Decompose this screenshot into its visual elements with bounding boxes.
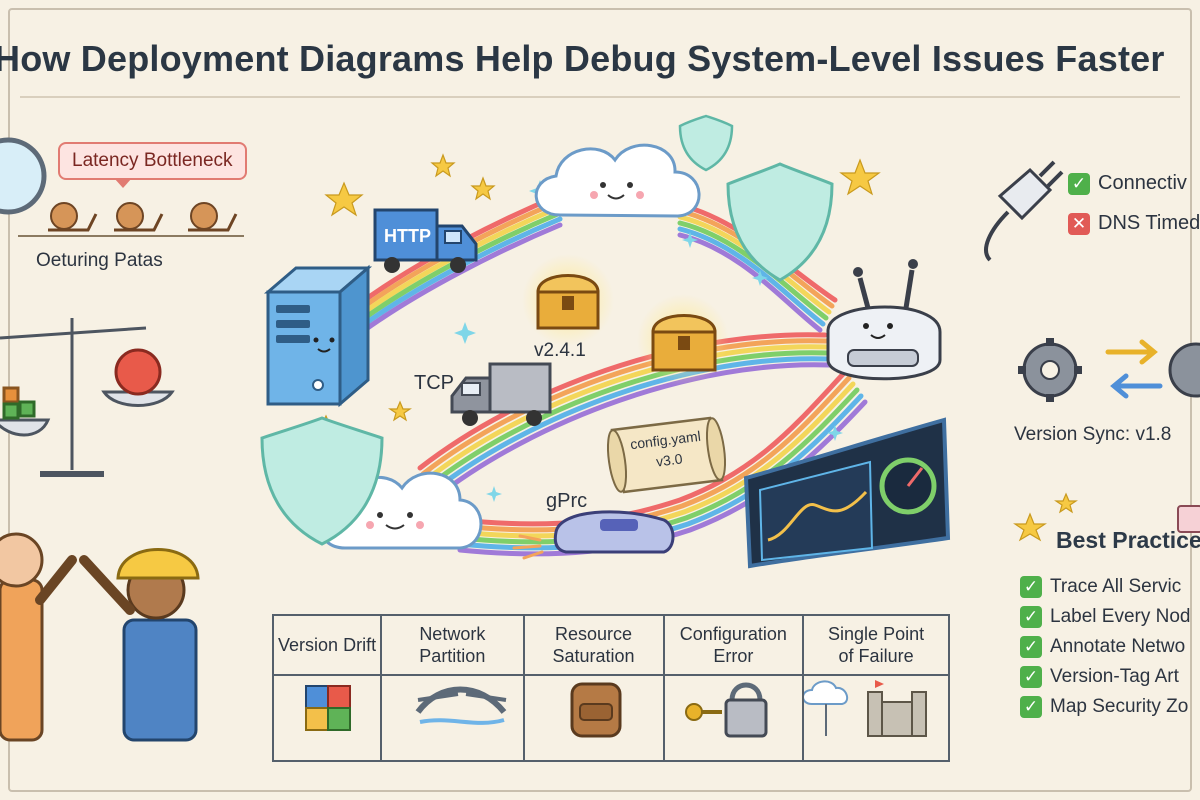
sync-arrows-icon — [1105, 339, 1163, 399]
table-icon-cell — [522, 674, 665, 762]
engineers-high-five-illustration — [0, 532, 200, 742]
snail-icon — [48, 202, 98, 232]
check-icon: ✓ — [1020, 576, 1042, 598]
list-item-label: Map Security Zo — [1050, 696, 1189, 717]
table-header-cell: Configuration Error — [662, 614, 805, 676]
list-item-label: Version-Tag Art — [1050, 666, 1179, 687]
server-node — [263, 264, 373, 408]
table-header-cell: Version Drift — [271, 614, 383, 676]
plug-icon — [984, 160, 1064, 262]
rainbow-link-cloud-dashboard — [457, 369, 868, 557]
table-icon-cell — [271, 674, 383, 762]
table-header-cell: Network Partition — [380, 614, 525, 676]
table-header-cell: Single Point of Failure — [802, 614, 950, 676]
grpc-protocol-label: gPrc — [546, 490, 588, 512]
balance-scale-icon — [0, 318, 175, 477]
list-item: ✓ Annotate Netwo — [1020, 632, 1190, 662]
gear-icon — [1168, 342, 1200, 398]
version-sync-label: Version Sync: v1.8 — [1014, 424, 1172, 445]
table-row — [271, 674, 950, 762]
check-label: DNS Timed — [1098, 212, 1200, 234]
document-icon — [1177, 505, 1200, 533]
best-practices-title: Best Practice — [1056, 527, 1200, 553]
grpc-train-icon — [512, 510, 675, 560]
rainbow-link-cloud-router-lower — [417, 332, 833, 501]
page-title: How Deployment Diagrams Help Debug Syste… — [0, 38, 1165, 79]
table-header-cell: Resource Saturation — [522, 614, 665, 676]
check-label: Connectiv — [1098, 172, 1187, 194]
title-divider — [20, 96, 1180, 98]
table-icon-cell — [380, 674, 525, 762]
http-protocol-label: HTTP — [384, 226, 431, 246]
list-item-label: Trace All Servic — [1050, 576, 1182, 597]
snail-icon — [114, 202, 164, 232]
latency-bottleneck-label: Latency Bottleneck — [58, 142, 247, 188]
tcp-truck-icon — [450, 362, 552, 426]
check-icon: ✓ — [1020, 696, 1042, 718]
shield-icon — [726, 162, 834, 282]
issues-table: Version Drift Network Partition Resource… — [271, 614, 950, 762]
list-item-label: Label Every Nod — [1050, 606, 1191, 627]
list-item: ✓ Map Security Zo — [1020, 692, 1190, 722]
table-icon-cell — [802, 674, 950, 762]
table-header-row: Version Drift Network Partition Resource… — [271, 614, 950, 676]
check-row-dns: ✕ DNS Timed — [1068, 212, 1200, 235]
check-icon: ✓ — [1020, 606, 1042, 628]
left-caption: Oeturing Patas — [36, 250, 163, 271]
tcp-protocol-label: TCP — [414, 372, 454, 394]
list-item: ✓ Version-Tag Art — [1020, 662, 1190, 692]
gear-icon — [1018, 338, 1082, 402]
artifact-version-label: v2.4.1 — [534, 340, 586, 361]
list-item: ✓ Trace All Servic — [1020, 572, 1190, 602]
table-icon-cell — [662, 674, 805, 762]
check-icon: ✓ — [1020, 666, 1042, 688]
http-truck-icon — [373, 208, 478, 273]
config-version-label: v3.0 — [655, 450, 684, 470]
list-item: ✓ Label Every Nod — [1020, 602, 1190, 632]
error-x-icon: ✕ — [1068, 212, 1090, 235]
router-node — [826, 259, 942, 381]
shield-icon — [260, 416, 384, 546]
cloud-node-top — [534, 143, 701, 218]
best-practices-list: ✓ Trace All Servic ✓ Label Every Nod ✓ Anno… — [1020, 572, 1190, 722]
snail-icon — [188, 202, 238, 232]
check-icon: ✓ — [1068, 172, 1090, 195]
config-scroll-icon — [606, 416, 727, 494]
artifact-chest-icon — [522, 254, 614, 346]
monitoring-dashboard — [743, 417, 951, 569]
artifact-chest-icon — [637, 294, 729, 386]
magnifier-icon — [0, 137, 47, 215]
check-icon: ✓ — [1020, 636, 1042, 658]
shield-icon — [678, 114, 734, 172]
list-item-label: Annotate Netwo — [1050, 636, 1186, 657]
check-row-connectivity: ✓ Connectiv — [1068, 172, 1187, 195]
